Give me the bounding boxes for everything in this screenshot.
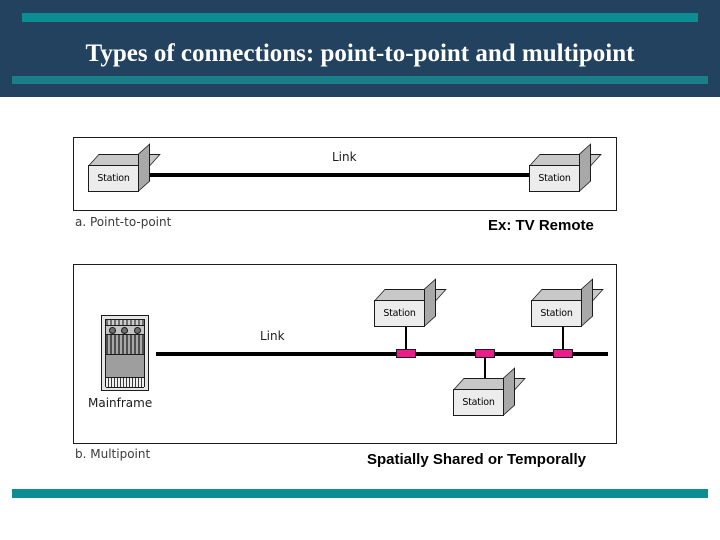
station-side-face [581,278,593,327]
slide-header: Types of connections: point-to-point and… [0,0,720,97]
mainframe-chassis [105,319,145,388]
annotation-spatially-shared: Spatially Shared or Temporally [367,451,586,468]
station-label: Station [538,173,571,184]
caption-point-to-point: a. Point-to-point [75,215,172,229]
station-left[interactable]: Station [88,143,161,192]
mainframe-drive-bank-upper [106,335,144,355]
tap-connector-1[interactable] [396,349,416,358]
figure-multipoint: Link Station Station Station [73,264,617,444]
station-label: Station [540,308,573,319]
station-front-face: Station [531,300,582,327]
station-label: Station [462,397,495,408]
header-accent-rule-top [22,13,698,22]
station-bottom[interactable]: Station [453,367,526,416]
station-front-face: Station [453,389,504,416]
tap-connector-2[interactable] [475,349,495,358]
drop-cable-station-top-left [405,327,407,353]
page-title: Types of connections: point-to-point and… [85,40,635,67]
station-side-face [138,143,150,192]
tape-reel-icon [121,326,129,334]
mainframe-vent-strip [106,320,144,326]
drop-cable-station-top-right [562,327,564,353]
station-side-face [424,278,436,327]
station-front-face: Station [374,300,425,327]
header-accent-rule-bottom [12,76,708,84]
station-front-face: Station [88,165,139,192]
point-to-point-link-cable [134,173,554,177]
mainframe-label: Mainframe [88,396,153,410]
annotation-tv-remote: Ex: TV Remote [488,217,594,234]
station-side-face [503,367,515,416]
station-label: Station [97,173,130,184]
caption-multipoint: b. Multipoint [75,447,151,461]
figure-point-to-point: Link Station Station [73,137,617,211]
multipoint-link-label: Link [260,329,285,343]
footer-accent-rule [12,489,708,498]
tape-reel-icon [108,326,116,334]
mainframe-drive-bank-lower [106,377,144,388]
station-right[interactable]: Station [529,143,602,192]
station-top-right[interactable]: Station [531,278,604,327]
drop-cable-station-bottom [484,352,486,381]
mainframe-panel [106,355,144,377]
point-to-point-link-label: Link [332,150,357,164]
tape-reel-icon [134,326,142,334]
mainframe-icon[interactable] [101,315,149,391]
multipoint-link-cable [156,352,608,356]
station-side-face [579,143,591,192]
tap-connector-3[interactable] [553,349,573,358]
station-top-left[interactable]: Station [374,278,447,327]
station-label: Station [383,308,416,319]
mainframe-tape-reels [106,326,144,335]
station-front-face: Station [529,165,580,192]
